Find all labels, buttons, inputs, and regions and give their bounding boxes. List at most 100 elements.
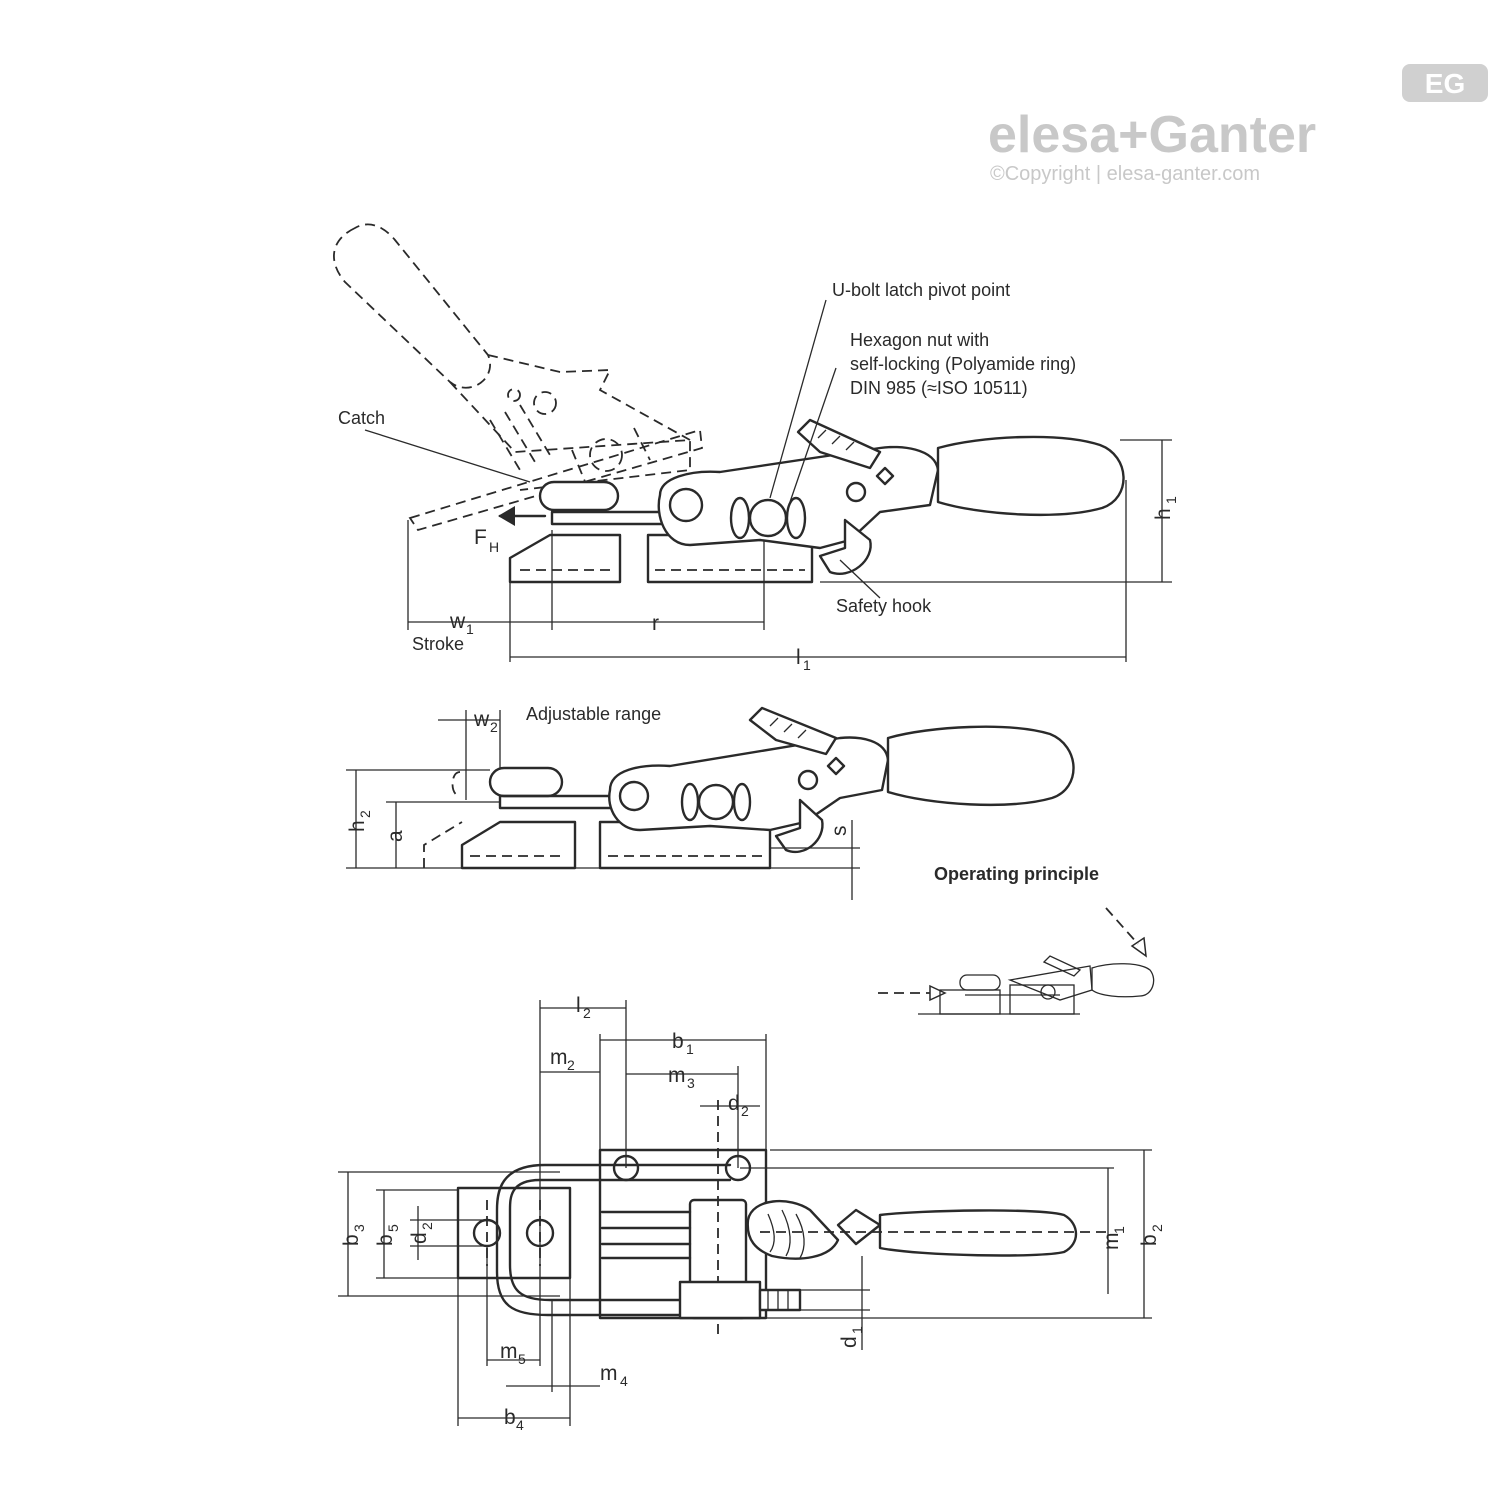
dim-m4-sub: 4 [620, 1373, 628, 1389]
brand-name: elesa+Ganter [988, 106, 1316, 164]
dim-fh: F [474, 526, 487, 549]
handle-rivet-2 [826, 756, 846, 776]
hex-nut [748, 498, 788, 538]
dim-m3: m [668, 1064, 686, 1087]
dim-b3: b [340, 1234, 363, 1246]
dim-d2: d [728, 1092, 740, 1115]
pivot-pin-2 [618, 780, 650, 812]
washer-right [785, 496, 807, 540]
washer-right-2 [732, 782, 752, 822]
top-view: l 2 b 1 m 2 m 3 d 2 b 3 b 5 d 2 [338, 994, 1165, 1433]
op-arrowhead-linear [929, 984, 947, 1002]
ubolt-ghost [548, 1164, 572, 1181]
copyright-text: ©Copyright | elesa-ganter.com [990, 163, 1260, 185]
pivot-pin [668, 487, 704, 523]
ghost-handle-arm [449, 381, 691, 491]
label-stroke: Stroke [412, 634, 464, 654]
op-catch-base [939, 989, 1001, 1015]
catch-eye-2 [488, 766, 564, 798]
dim-b1-sub: 1 [686, 1041, 694, 1057]
label-hexnut-1: Hexagon nut with [850, 330, 989, 350]
label-safety-hook: Safety hook [836, 596, 932, 616]
dim-d2v-sub: 2 [419, 1222, 435, 1230]
dim-fh-sub: H [489, 539, 499, 555]
ghost-lever [487, 354, 691, 441]
ubolt-outer [508, 1178, 732, 1302]
dim-m3-sub: 3 [687, 1075, 695, 1091]
catch-base-block [508, 533, 622, 584]
dim-h2: h [346, 820, 369, 832]
label-catch: Catch [338, 408, 385, 428]
leader-safety-hook [839, 559, 881, 599]
label-operating-principle: Operating principle [934, 864, 1099, 884]
op-handle [1091, 963, 1155, 998]
ghost-pin-small [507, 388, 521, 402]
safety-lever-top [746, 1199, 840, 1260]
catch-plate [456, 1186, 572, 1280]
handle-pin [845, 481, 867, 503]
force-arrow-head [498, 506, 515, 526]
dim-w1-sub: 1 [466, 621, 474, 637]
dim-h2-sub: 2 [357, 810, 373, 818]
dim-d2v: d [408, 1232, 431, 1244]
ghost-washers [571, 427, 651, 485]
dim-b2-sub: 2 [1149, 1224, 1165, 1232]
dim-m1-sub: 1 [1111, 1226, 1127, 1234]
leader-hexnut [789, 367, 837, 503]
hex-nut-2 [697, 783, 735, 821]
washer-left-2 [680, 782, 700, 822]
side-view-open: F H U-bolt latch pivot point Hexagon nut… [333, 223, 1179, 673]
op-arrow-rotate [1105, 907, 1139, 945]
op-arrowhead-rotate [1130, 936, 1147, 958]
eg-badge [1402, 64, 1488, 102]
ubolt-inner [495, 1163, 732, 1317]
dim-b5: b [374, 1234, 397, 1246]
washer-left [729, 496, 751, 540]
dim-b5-sub: 5 [385, 1224, 401, 1232]
dim-d2-sub: 2 [741, 1103, 749, 1119]
dim-r: r [652, 612, 659, 635]
dim-m2-sub: 2 [567, 1057, 575, 1073]
dim-m4: m [600, 1362, 618, 1385]
dim-w2-sub: 2 [490, 719, 498, 735]
dim-b4: b [504, 1406, 516, 1429]
dim-h1: h [1152, 508, 1175, 520]
label-adjustable-range: Adjustable range [526, 704, 661, 724]
safety-lever-grip-2 [769, 717, 807, 739]
dim-d1: d [838, 1336, 861, 1348]
threaded-end [758, 1288, 802, 1312]
label-hexnut-3: DIN 985 (≈ISO 10511) [850, 378, 1028, 398]
handle-neck [836, 1208, 882, 1246]
catch-base-block-2 [460, 820, 577, 870]
operating-principle-sketch [878, 907, 1155, 1015]
dim-w2: w [473, 708, 490, 731]
eg-badge-text: EG [1425, 68, 1465, 99]
dim-w1: w [449, 610, 466, 633]
dim-l2-sub: 2 [583, 1005, 591, 1021]
safety-hook-2 [774, 798, 824, 853]
handle-grip-2 [886, 725, 1075, 807]
brand-logo: EG elesa+Ganter ©Copyright | elesa-gante… [988, 64, 1488, 185]
dim-d1-sub: 1 [849, 1326, 865, 1334]
handle-pin-2 [797, 769, 819, 791]
dim-s: s [828, 826, 851, 837]
dim-b1: b [672, 1030, 684, 1053]
dim-b3-sub: 3 [351, 1224, 367, 1232]
clamp-body-2 [608, 736, 890, 832]
ghost-handle-grip [333, 223, 491, 389]
op-clamp-base [1009, 984, 1075, 1015]
dim-l1: l [796, 646, 801, 669]
op-safety-lever [1042, 955, 1082, 977]
dim-m5-sub: 5 [518, 1351, 526, 1367]
label-hexnut-2: self-locking (Polyamide ring) [850, 354, 1076, 374]
dim-l1-sub: 1 [803, 657, 811, 673]
label-ubolt: U-bolt latch pivot point [832, 280, 1010, 300]
dim-m5: m [500, 1340, 518, 1363]
dim-m2: m [550, 1046, 568, 1069]
op-catch-eye [959, 974, 1001, 991]
dim-m1: m [1100, 1233, 1123, 1251]
dim-b2: b [1138, 1234, 1161, 1246]
side-view-closed: w 2 Adjustable range h 2 a s Operating p… [346, 704, 1099, 900]
